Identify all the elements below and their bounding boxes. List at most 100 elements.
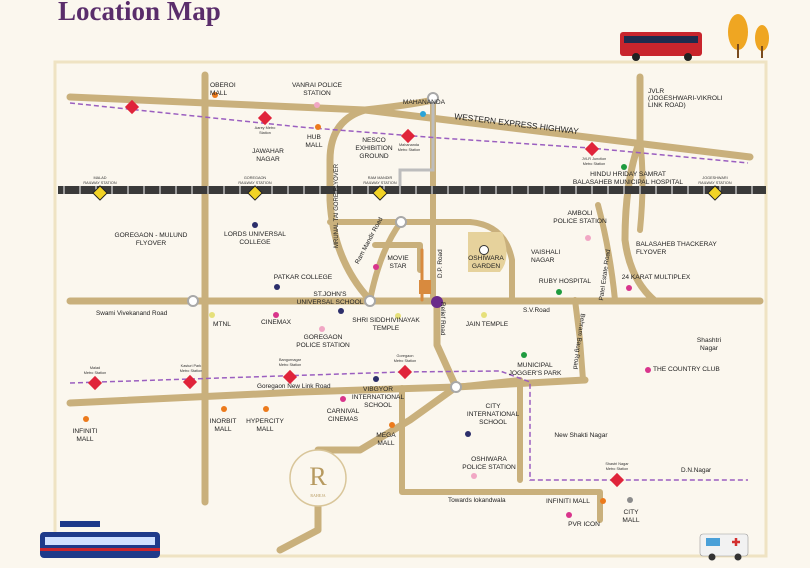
railway-ties	[63, 186, 753, 194]
railway-station-rammandir-icon	[372, 185, 388, 201]
label-oshiwara-police: OSHIWARA POLICE STATION	[462, 456, 516, 471]
label-jvlr: JVLR (JOGESHWARI-VIKROLI LINK ROAD)	[648, 88, 723, 109]
road-label-swami-vivekanand: Swami Vivekanand Road	[96, 310, 168, 317]
nesco-link-road	[398, 100, 435, 190]
metro-line-2a	[69, 370, 748, 481]
vanrai-police-pin-icon	[314, 102, 320, 108]
oberoi-mall-pin-icon	[212, 92, 218, 98]
label-shastri-metro: Shastri Nagar Metro Station	[605, 462, 629, 471]
metro-station-bangur-icon	[282, 369, 298, 385]
raheja-logo: R RAHEJA	[289, 449, 347, 507]
road-label-sv-road: S.V.Road	[523, 307, 550, 314]
amboli-police-pin-icon	[585, 235, 591, 241]
label-oberoi-mall: OBEROI MALL	[210, 82, 236, 97]
siddhivinayak-pin-icon	[395, 313, 401, 319]
metro-station-aarey-icon	[257, 110, 273, 126]
movie-star-road	[372, 242, 423, 273]
metro-station-shastri-icon	[609, 472, 625, 488]
metro-station-malad-icon	[87, 375, 103, 391]
label-city-school: CITY INTERNATIONAL SCHOOL	[466, 403, 520, 426]
label-country-club: THE COUNTRY CLUB	[653, 366, 720, 373]
oshiwara-garden-icon	[479, 245, 489, 255]
tram-illustration	[40, 521, 160, 558]
label-siddhivinayak: SHRI SIDDHIVINAYAK TEMPLE	[352, 317, 420, 332]
hypercity-mall-pin-icon	[263, 406, 269, 412]
label-karat-multiplex: 24 KARAT MULTIPLEX	[621, 274, 691, 281]
label-malad-metro: Malad Metro Station	[83, 366, 107, 375]
mtnl-pin-icon	[209, 312, 215, 318]
metro-line-2b	[69, 102, 749, 164]
metro-station-mahananda-icon	[400, 128, 416, 144]
junction-mahananda	[427, 92, 439, 104]
label-infiniti-mall-east: INFINITI MALL	[546, 498, 590, 505]
label-patkar-college: PATKAR COLLEGE	[273, 274, 333, 281]
junction-stjohns	[364, 295, 376, 307]
railway-station-jogeshwari-icon	[707, 185, 723, 201]
label-new-shakti-nagar: New Shakti Nagar	[554, 432, 608, 439]
label-thackeray-flyover: BALASAHEB THACKERAY FLYOVER	[636, 241, 717, 256]
label-mahananda-metro: Mahananda Metro Station	[397, 143, 421, 152]
western-railway-line	[58, 186, 766, 194]
label-city-mall: CITY MALL	[622, 509, 640, 524]
label-rammandir-railway: RAM MANDIR RAILWAY STATION	[363, 176, 397, 185]
label-goregaon-railway: GOREGAON RAILWAY STATION	[238, 176, 272, 185]
label-oshiwara-garden: OSHIWARA GARDEN	[468, 255, 504, 270]
patel-estate-road	[595, 202, 618, 303]
label-carnival-cinemas: CARNIVAL CINEMAS	[326, 408, 360, 423]
jain-temple-pin-icon	[481, 312, 487, 318]
label-bangur-metro: Bangurnagar Metro Station	[278, 358, 302, 367]
country-club-pin-icon	[645, 367, 651, 373]
stjohns-pin-icon	[338, 308, 344, 314]
road-label-mrunal-flyover: MRUNAL TAI GORE FLYOVER	[334, 163, 340, 248]
junctions	[187, 92, 462, 393]
metro-station-jvlr-icon	[584, 141, 600, 157]
mrunal-tai-gore-flyover-road	[326, 96, 437, 304]
label-ruby-hospital: RUBY HOSPITAL	[538, 278, 592, 285]
railway-station-goregaon-icon	[247, 185, 263, 201]
city-mall-pin-icon	[627, 497, 633, 503]
hub-mall-pin-icon	[315, 124, 321, 130]
junction-ram-mandir	[395, 216, 407, 228]
bus-illustration	[620, 32, 702, 61]
relief-road	[276, 296, 460, 554]
label-cinemax: CINEMAX	[260, 319, 292, 326]
metro-station-kasturi-icon	[182, 374, 198, 390]
trees-illustration	[728, 14, 769, 58]
label-hindu-hospital: HINDU HRIDAY SAMRAT BALASAHEB MUNICIPAL …	[572, 171, 684, 186]
bal-thackeray-flyover-road	[621, 136, 659, 305]
label-kasturi-metro: Kasturi Park Metro Station	[179, 364, 203, 373]
road-label-dn-nagar: D.N.Nagar	[681, 467, 712, 474]
label-malad-railway: MALAD RAILWAY STATION	[83, 176, 117, 185]
label-jvlr-metro: JVLR Junction Metro Station	[581, 157, 607, 166]
jogger-park-road	[453, 377, 523, 483]
label-inorbit-mall: INORBIT MALL	[209, 418, 237, 433]
lokhandwala-road	[399, 385, 603, 523]
svg-text:R: R	[309, 462, 327, 491]
inorbit-mall-pin-icon	[221, 406, 227, 412]
metro-station-goregaon-icon	[397, 364, 413, 380]
label-hub-mall: HUB MALL	[305, 134, 323, 149]
lords-college-pin-icon	[252, 222, 258, 228]
jvlr-link	[637, 137, 646, 233]
label-lords-college: LORDS UNIVERSAL COLLEGE	[224, 231, 286, 246]
mahananda-pin-icon	[420, 111, 426, 117]
mega-mall-pin-icon	[389, 422, 395, 428]
pvr-icon-pin-icon	[566, 512, 572, 518]
behram-baug-road	[572, 297, 586, 383]
label-jogeshwari-railway: JOGESHWARI RAILWAY STATION	[698, 176, 732, 185]
patkar-college-pin-icon	[274, 284, 280, 290]
svg-text:RAHEJA: RAHEJA	[310, 493, 325, 498]
label-shastri-nagar: Shashtri Nagar	[696, 337, 722, 352]
label-mega-mall: MEGA MALL	[376, 432, 396, 447]
infiniti-mall-east-pin-icon	[600, 498, 606, 504]
label-movie-star: MOVIE STAR	[387, 255, 409, 270]
railway-station-markers	[92, 185, 723, 201]
label-goregaon-metro: Goregaon Metro Station	[393, 354, 417, 363]
label-vanrai-police: VANRAI POLICE STATION	[291, 82, 343, 97]
label-stjohns: ST.JOHN'S UNIVERSAL SCHOOL	[296, 291, 364, 306]
karat-multiplex-pin-icon	[626, 285, 632, 291]
ambulance-illustration	[699, 533, 749, 561]
label-infiniti-mall-west: INFINITI MALL	[72, 428, 98, 443]
